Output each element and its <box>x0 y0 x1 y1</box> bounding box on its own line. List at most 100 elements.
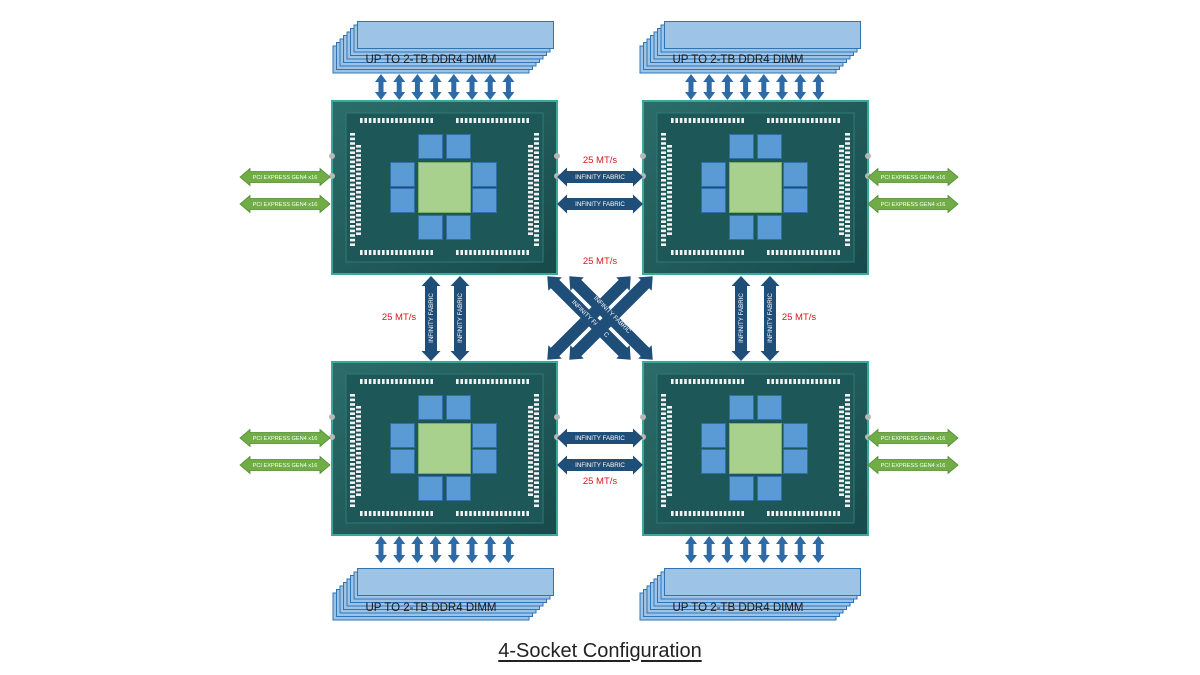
pin <box>661 165 666 168</box>
pin <box>356 461 361 464</box>
pin <box>845 481 850 484</box>
pin <box>845 133 850 136</box>
ccd-die <box>729 395 754 420</box>
pcie-label: PCI EXPRESS GEN4 x16 <box>253 463 318 469</box>
pcie-arrow-shape <box>867 455 959 475</box>
pin <box>661 137 666 141</box>
pin <box>737 379 740 384</box>
pin <box>534 481 539 484</box>
ccd-die <box>757 476 782 501</box>
pin <box>460 511 463 516</box>
memory-channel-arrow <box>721 74 734 100</box>
pin <box>356 186 361 189</box>
pin <box>767 118 770 123</box>
ccd-die <box>446 134 471 159</box>
pin <box>522 118 525 123</box>
pin <box>528 470 533 473</box>
pin <box>373 118 376 123</box>
pin <box>478 118 481 123</box>
pin <box>667 181 672 185</box>
pin <box>390 250 394 255</box>
pin <box>784 118 788 123</box>
pin <box>667 452 672 455</box>
pin <box>356 158 361 162</box>
pin <box>845 192 850 196</box>
pin <box>661 435 666 438</box>
pin <box>661 421 666 425</box>
fabric-link-bottom-2: INFINITY FABRIC <box>557 455 643 475</box>
pin <box>356 195 361 199</box>
pin <box>845 476 850 480</box>
pin <box>706 379 709 384</box>
pin <box>728 250 731 255</box>
pin <box>534 440 539 443</box>
pin <box>528 168 533 171</box>
pin <box>350 137 355 141</box>
pin <box>771 511 774 516</box>
pin <box>845 169 850 173</box>
pin <box>845 394 850 397</box>
pin <box>528 204 533 208</box>
pin <box>404 118 407 123</box>
socket-notch <box>329 414 335 420</box>
pin <box>661 458 666 461</box>
pin <box>382 379 385 384</box>
pin <box>350 174 355 177</box>
pin <box>693 379 696 384</box>
pin <box>741 250 744 255</box>
pin <box>386 511 389 516</box>
pin <box>667 163 672 166</box>
pin <box>478 511 481 516</box>
pin <box>667 191 672 194</box>
pin-row <box>671 250 744 255</box>
pcie-label: PCI EXPRESS GEN4 x16 <box>881 175 946 181</box>
pin <box>399 118 403 123</box>
pin <box>513 118 516 123</box>
pcie-label: PCI EXPRESS GEN4 x16 <box>253 436 318 442</box>
pin <box>845 238 850 242</box>
memory-channel-arrow <box>447 74 460 100</box>
pin <box>845 458 850 461</box>
pin <box>482 250 485 255</box>
fabric-label: INFINITY FABRIC <box>738 293 745 343</box>
pin <box>728 379 731 384</box>
pin <box>661 174 666 177</box>
ccd-die <box>729 215 754 240</box>
pin <box>667 456 672 460</box>
memory-channel-arrow <box>794 536 807 563</box>
pin <box>661 490 666 494</box>
pin <box>839 433 844 437</box>
pin <box>350 444 355 448</box>
pin <box>528 158 533 162</box>
memory-channel-arrow <box>484 536 497 563</box>
pin <box>845 215 850 219</box>
pin <box>771 250 774 255</box>
dimm-stack-top-left: UP TO 2-TB DDR4 DIMM <box>332 21 554 74</box>
pin <box>534 467 539 471</box>
pin <box>684 250 687 255</box>
pin <box>356 191 361 194</box>
pin <box>837 118 840 123</box>
pin <box>356 214 361 217</box>
pin <box>839 410 844 414</box>
pin <box>386 250 389 255</box>
pin <box>350 435 355 438</box>
pin <box>845 398 850 402</box>
pcie-links: PCI EXPRESS GEN4 x16 PCI EXPRESS GEN4 x1… <box>239 167 959 475</box>
socket-notch <box>329 434 335 440</box>
pin <box>356 465 361 469</box>
pin <box>500 118 503 123</box>
pin <box>839 223 844 226</box>
pin <box>824 118 827 123</box>
pin <box>828 379 832 384</box>
ccd-die <box>418 395 443 420</box>
pin <box>802 118 805 123</box>
pin <box>528 177 533 180</box>
socket-notch <box>554 414 560 420</box>
pin <box>661 444 666 448</box>
pin <box>350 220 355 223</box>
pin <box>661 472 666 475</box>
pin <box>534 137 539 141</box>
pin <box>661 449 666 452</box>
pin <box>356 419 361 423</box>
